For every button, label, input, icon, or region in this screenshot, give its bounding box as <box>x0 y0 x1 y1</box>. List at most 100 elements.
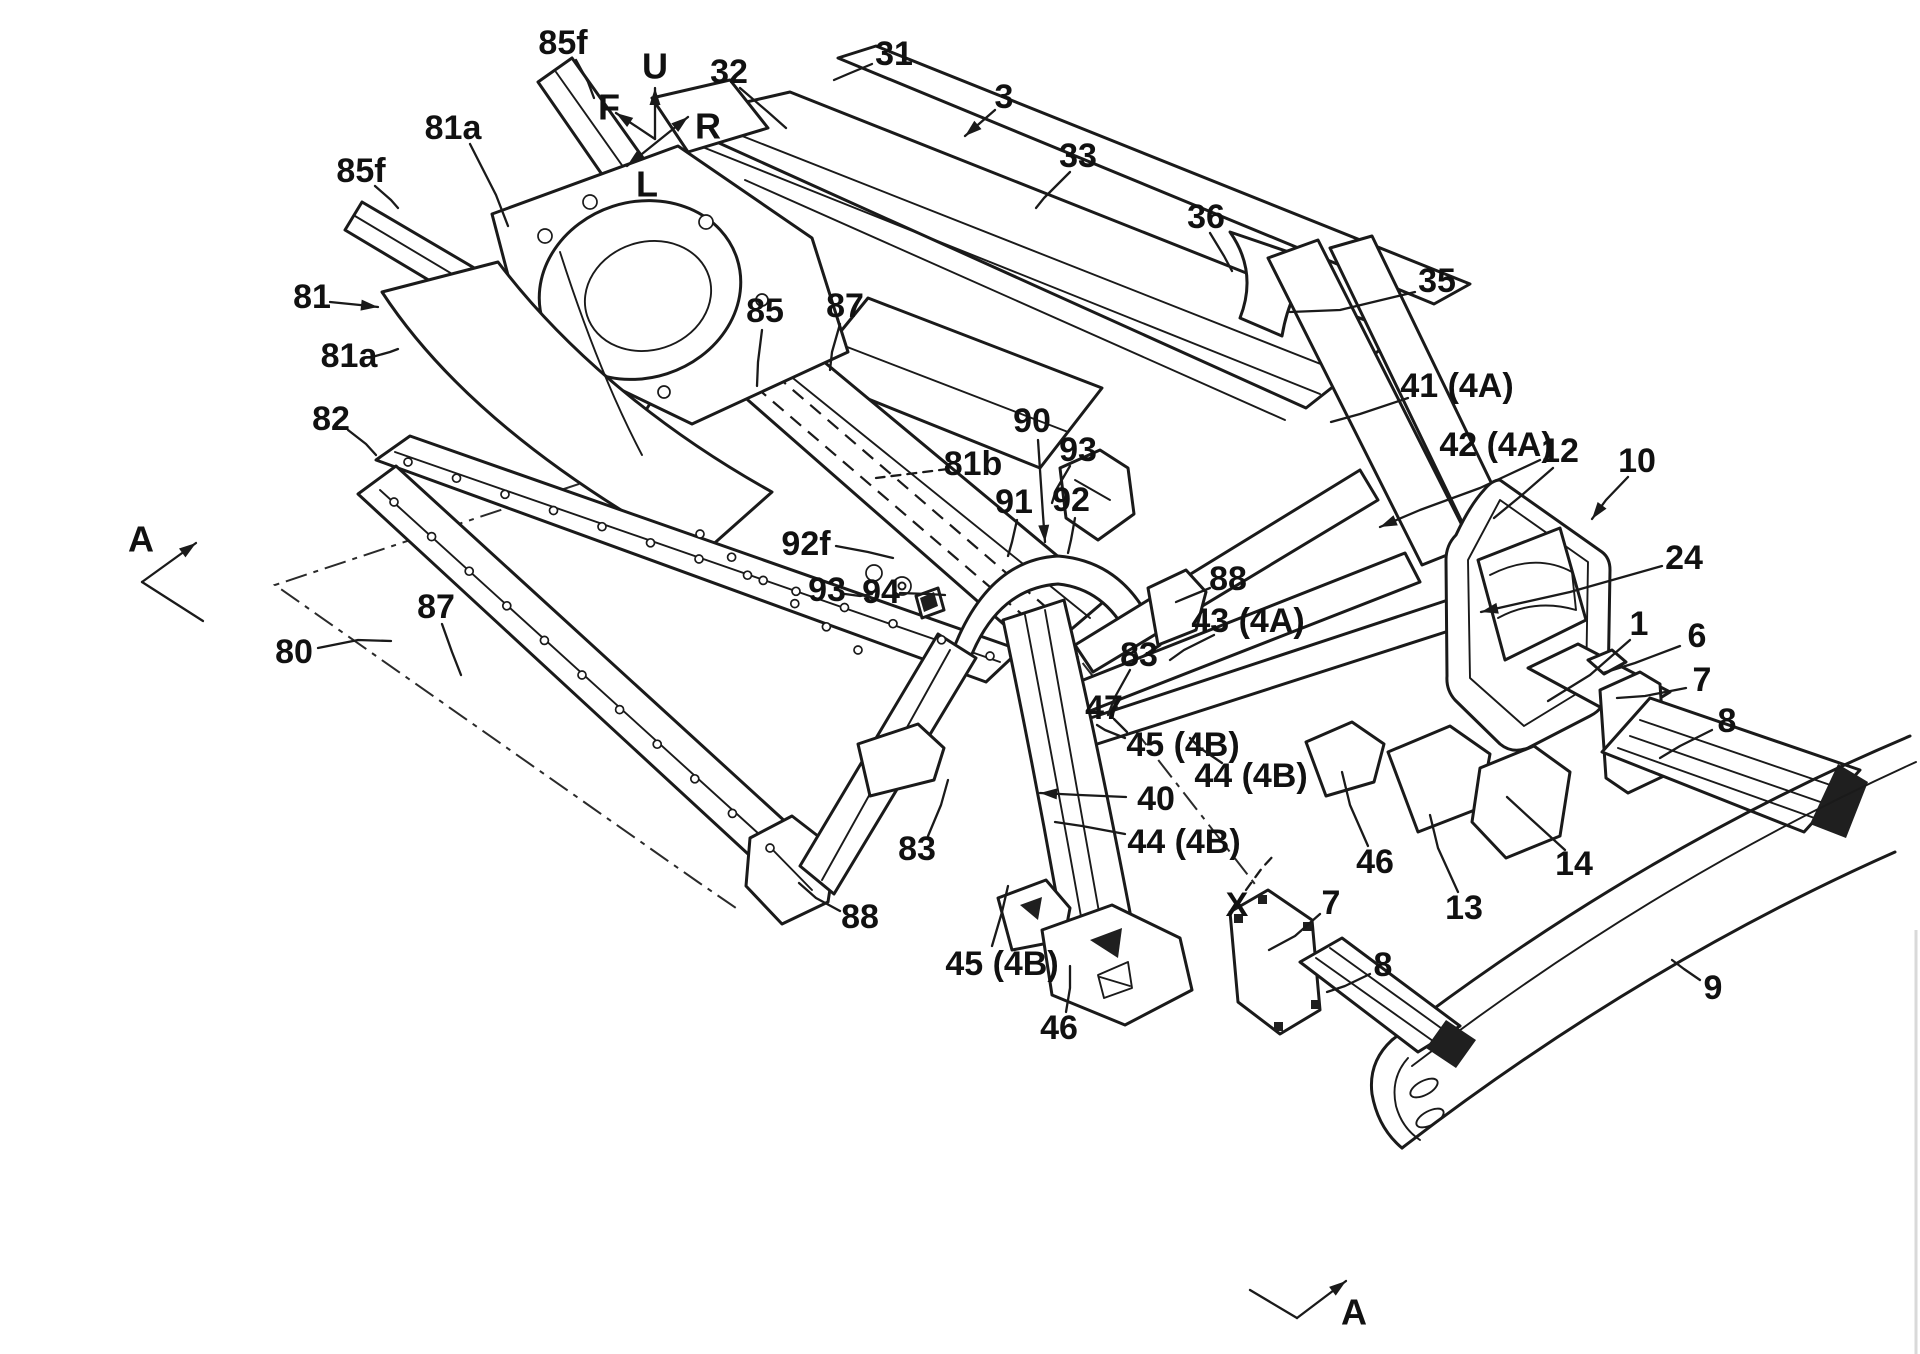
ref-label-14: 14 <box>1555 845 1593 883</box>
ref-label-1: 1 <box>1630 605 1649 643</box>
ref-label-32: 32 <box>710 53 748 91</box>
ref-label-41-4A: 41 (4A) <box>1400 367 1513 405</box>
section-marker-line-1 <box>1250 1290 1297 1318</box>
rivet <box>578 671 586 679</box>
ref-label-88-l: 88 <box>841 898 879 936</box>
rivet <box>428 533 436 541</box>
axis-label-L: L <box>636 164 658 205</box>
ref-label-9: 9 <box>1704 969 1723 1007</box>
tower-bolt <box>583 195 597 209</box>
rivet <box>791 600 799 608</box>
rivet <box>550 507 558 515</box>
ref-label-45-4B-b: 45 (4B) <box>945 945 1058 983</box>
ref-label-X: X <box>1226 886 1249 924</box>
ref-label-46-r: 46 <box>1356 843 1394 881</box>
ref-label-88-r: 88 <box>1209 560 1247 598</box>
section-marker-label-1: A <box>1341 1292 1367 1333</box>
rivet <box>792 587 800 595</box>
ref-label-81a-b: 81a <box>321 337 379 375</box>
rivet <box>759 576 767 584</box>
ref-label-93-a: 93 <box>1059 431 1097 469</box>
rivet <box>986 652 994 660</box>
leader-line-80 <box>318 640 391 648</box>
axis-label-F: F <box>598 87 620 128</box>
leader-line-81a-a <box>470 144 508 226</box>
ref-label-90: 90 <box>1013 402 1051 440</box>
section-marker-line-0 <box>142 582 203 621</box>
ref-label-40: 40 <box>1137 780 1175 818</box>
ref-label-3: 3 <box>995 78 1014 116</box>
ref-label-12: 12 <box>1541 432 1579 470</box>
ref-label-24: 24 <box>1665 539 1703 577</box>
rivet <box>728 809 736 817</box>
leader-line-83-b <box>928 780 948 836</box>
plate-7b-bolt <box>1311 1000 1320 1009</box>
ref-label-6: 6 <box>1688 617 1707 655</box>
rivet <box>854 646 862 654</box>
ref-label-42-4A: 42 (4A) <box>1439 426 1552 464</box>
ref-label-83-a: 83 <box>1120 636 1158 674</box>
ref-label-85f-b: 85f <box>336 152 386 190</box>
leader-line-31 <box>834 64 872 80</box>
tower-bolt <box>699 215 713 229</box>
ref-label-8-r: 8 <box>1718 702 1737 740</box>
ref-label-92: 92 <box>1052 481 1090 519</box>
ref-label-85: 85 <box>746 292 784 330</box>
rivet <box>390 498 398 506</box>
axis-label-R: R <box>695 106 721 147</box>
ref-label-82: 82 <box>312 400 350 438</box>
ref-label-83-b: 83 <box>898 830 936 868</box>
ref-label-31: 31 <box>875 35 913 73</box>
rivet <box>822 623 830 631</box>
plate-7b-bolt <box>1274 1022 1283 1031</box>
leader-line-87-b <box>442 624 461 675</box>
ref-label-93-b: 93 <box>808 571 846 609</box>
rivet <box>653 740 661 748</box>
rivet <box>404 458 412 466</box>
rivet <box>696 530 704 538</box>
bracket-83-lower <box>858 724 944 796</box>
bracket-46-bottom <box>1042 905 1192 1025</box>
section-marker-label-0: A <box>128 519 154 560</box>
ref-label-87-a: 87 <box>826 287 864 325</box>
rivet <box>465 567 473 575</box>
rivet <box>728 553 736 561</box>
leader-line-9 <box>1672 960 1700 980</box>
ref-label-8-b: 8 <box>1374 946 1393 984</box>
rivet <box>938 636 946 644</box>
rivet <box>503 602 511 610</box>
ref-label-80: 80 <box>275 633 313 671</box>
leader-line-X <box>1246 855 1274 890</box>
ref-label-94: 94 <box>862 573 900 611</box>
bumper-beam-9-end-inner <box>1395 1058 1421 1140</box>
ref-label-36: 36 <box>1187 198 1225 236</box>
rivet <box>647 539 655 547</box>
ref-label-44-4B-a: 44 (4B) <box>1194 757 1307 795</box>
ref-label-7-r: 7 <box>1693 661 1712 699</box>
bumper-beam-9-end-cap <box>1371 1040 1402 1148</box>
leader-arrowhead-42-4A <box>1380 515 1398 527</box>
ref-label-81b: 81b <box>944 445 1003 483</box>
rivet <box>616 706 624 714</box>
ref-label-7-b: 7 <box>1322 884 1341 922</box>
plate-7b-bolt <box>1258 895 1267 904</box>
ref-label-33: 33 <box>1059 137 1097 175</box>
leader-arrowhead-81 <box>360 300 378 311</box>
rivet <box>695 555 703 563</box>
ref-label-10: 10 <box>1618 442 1656 480</box>
rivet <box>540 636 548 644</box>
rivet <box>889 620 897 628</box>
ref-label-35: 35 <box>1418 262 1456 300</box>
tower-bolt <box>538 229 552 243</box>
ref-label-91: 91 <box>995 483 1033 521</box>
ref-label-92f: 92f <box>781 525 831 563</box>
leader-line-82 <box>348 430 376 455</box>
ref-label-46-b: 46 <box>1040 1009 1078 1047</box>
leader-line-92f <box>836 546 893 558</box>
ref-label-47: 47 <box>1085 689 1123 727</box>
rivet <box>453 474 461 482</box>
ref-label-43-4A: 43 (4A) <box>1191 602 1304 640</box>
rivet <box>744 571 752 579</box>
rivet <box>501 490 509 498</box>
